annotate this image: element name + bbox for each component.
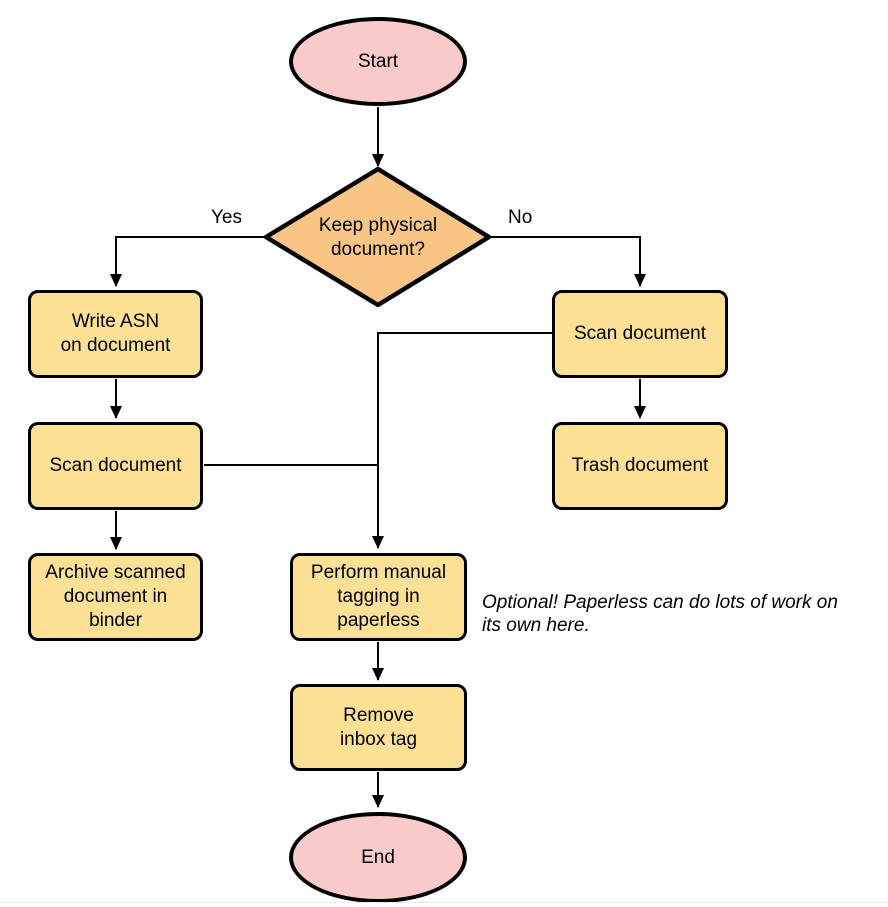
optional-note: Optional! Paperless can do lots of work …	[482, 592, 838, 636]
start-node: Start	[289, 17, 467, 106]
decision-text: Keep physical document?	[318, 214, 438, 260]
edge-label-no: No	[506, 207, 535, 229]
decision-diamond-shape	[263, 166, 492, 308]
perform-tagging-node: Perform manual tagging in paperless	[290, 553, 467, 641]
edge-decision-yes-to-write-asn	[110, 236, 266, 287]
scan-document-right-node: Scan document	[552, 290, 728, 378]
remove-inbox-tag-label: Remove inbox tag	[339, 704, 418, 750]
end-label: End	[361, 846, 395, 868]
write-asn-node: Write ASN on document	[28, 290, 203, 378]
scan-document-left-label: Scan document	[49, 455, 182, 477]
trash-document-node: Trash document	[552, 422, 728, 510]
scan-document-right-label: Scan document	[573, 323, 707, 345]
decision-node-label: Keep physical document?	[271, 174, 485, 301]
end-node: End	[289, 812, 467, 903]
archive-binder-label: Archive scanned document in binder	[45, 562, 186, 631]
edge-decision-no-to-scan-right	[489, 236, 646, 287]
start-label: Start	[357, 50, 399, 72]
remove-inbox-tag-node: Remove inbox tag	[290, 684, 467, 771]
edge-scan-right-to-perform-tagging	[372, 332, 553, 549]
edge-label-yes: Yes	[209, 207, 244, 229]
trash-document-label: Trash document	[571, 455, 709, 477]
perform-tagging-label: Perform manual tagging in paperless	[310, 562, 447, 631]
page-bottom-divider	[0, 902, 888, 903]
scan-document-left-node: Scan document	[28, 422, 203, 510]
archive-binder-node: Archive scanned document in binder	[28, 553, 203, 641]
write-asn-label: Write ASN on document	[60, 311, 171, 356]
